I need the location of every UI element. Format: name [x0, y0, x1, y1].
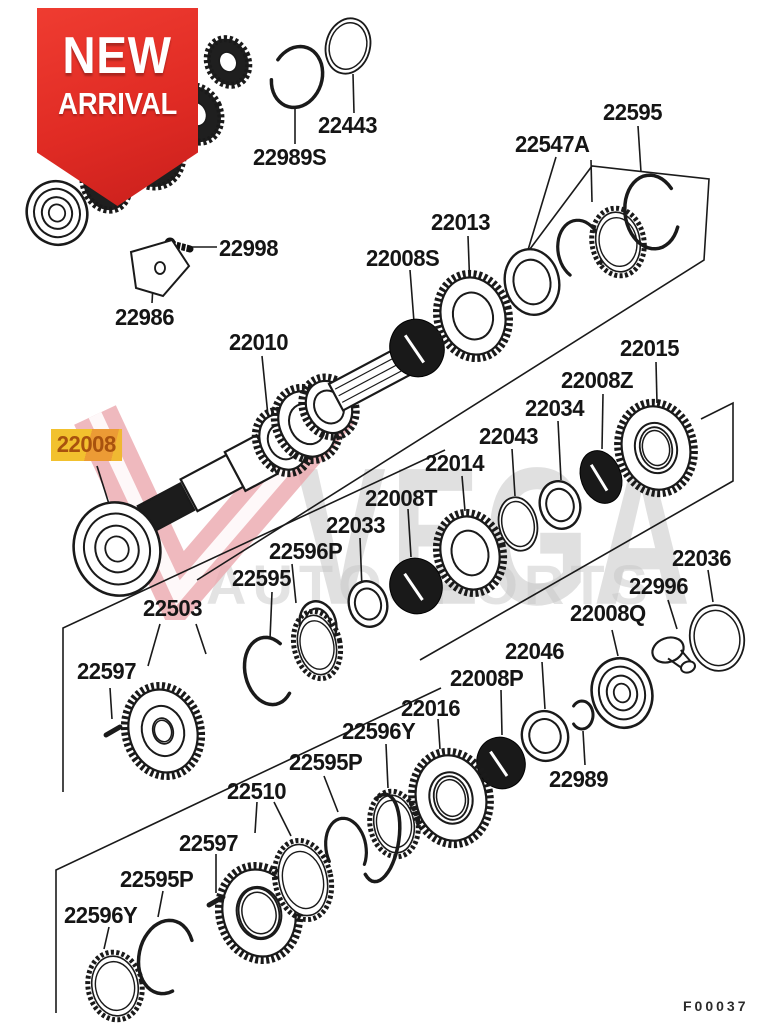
badge-line1: NEW	[62, 27, 173, 85]
badge-line2: ARRIVAL	[57, 86, 178, 121]
figure-code: F00037	[683, 998, 749, 1014]
